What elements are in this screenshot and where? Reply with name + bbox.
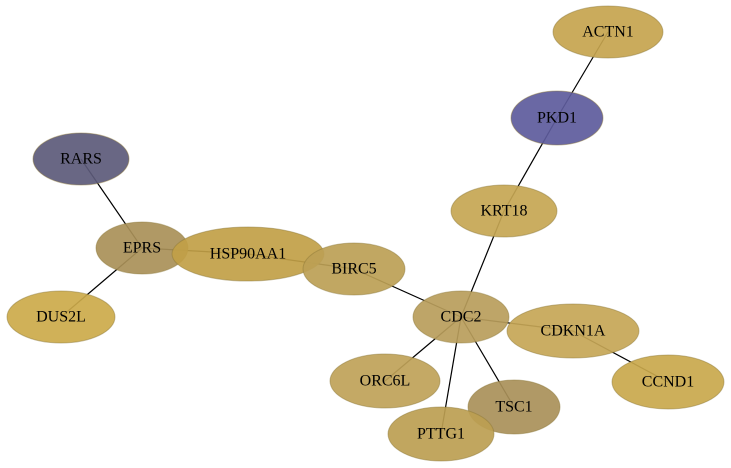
node-ellipse[interactable] [467, 379, 561, 435]
node-label: CDC2 [441, 309, 482, 326]
node-pttg1[interactable]: PTTG1 [387, 406, 495, 462]
node-label: HSP90AA1 [210, 246, 286, 263]
node-label: CDKN1A [541, 323, 606, 340]
node-cdc2[interactable]: CDC2 [412, 290, 510, 344]
node-tsc1[interactable]: TSC1 [467, 379, 561, 435]
node-ellipse[interactable] [32, 132, 130, 186]
node-ellipse[interactable] [611, 354, 725, 410]
node-label: RARS [60, 151, 102, 168]
node-ccnd1[interactable]: CCND1 [611, 354, 725, 410]
node-orc6l[interactable]: ORC6L [329, 353, 441, 409]
node-actn1[interactable]: ACTN1 [552, 5, 664, 59]
node-dus2l[interactable]: DUS2L [6, 290, 116, 344]
node-ellipse[interactable] [552, 5, 664, 59]
node-cdkn1a[interactable]: CDKN1A [506, 303, 640, 359]
node-label: ORC6L [360, 373, 411, 390]
node-ellipse[interactable] [510, 90, 604, 146]
node-ellipse[interactable] [6, 290, 116, 344]
node-rars[interactable]: RARS [32, 132, 130, 186]
node-ellipse[interactable] [329, 353, 441, 409]
node-label: BIRC5 [331, 261, 376, 278]
node-krt18[interactable]: KRT18 [450, 184, 558, 238]
node-ellipse[interactable] [506, 303, 640, 359]
node-label: KRT18 [480, 203, 527, 220]
node-ellipse[interactable] [387, 406, 495, 462]
node-label: PKD1 [537, 110, 577, 127]
node-label: PTTG1 [417, 426, 465, 443]
node-ellipse[interactable] [302, 242, 406, 296]
node-eprs[interactable]: EPRS [95, 221, 189, 275]
node-label: EPRS [123, 240, 161, 257]
node-ellipse[interactable] [450, 184, 558, 238]
node-label: DUS2L [36, 309, 86, 326]
node-label: TSC1 [495, 399, 532, 416]
node-pkd1[interactable]: PKD1 [510, 90, 604, 146]
node-hsp90aa1[interactable]: HSP90AA1 [171, 226, 325, 282]
node-birc5[interactable]: BIRC5 [302, 242, 406, 296]
node-label: CCND1 [642, 374, 694, 391]
node-ellipse[interactable] [412, 290, 510, 344]
node-label: ACTN1 [582, 24, 634, 41]
